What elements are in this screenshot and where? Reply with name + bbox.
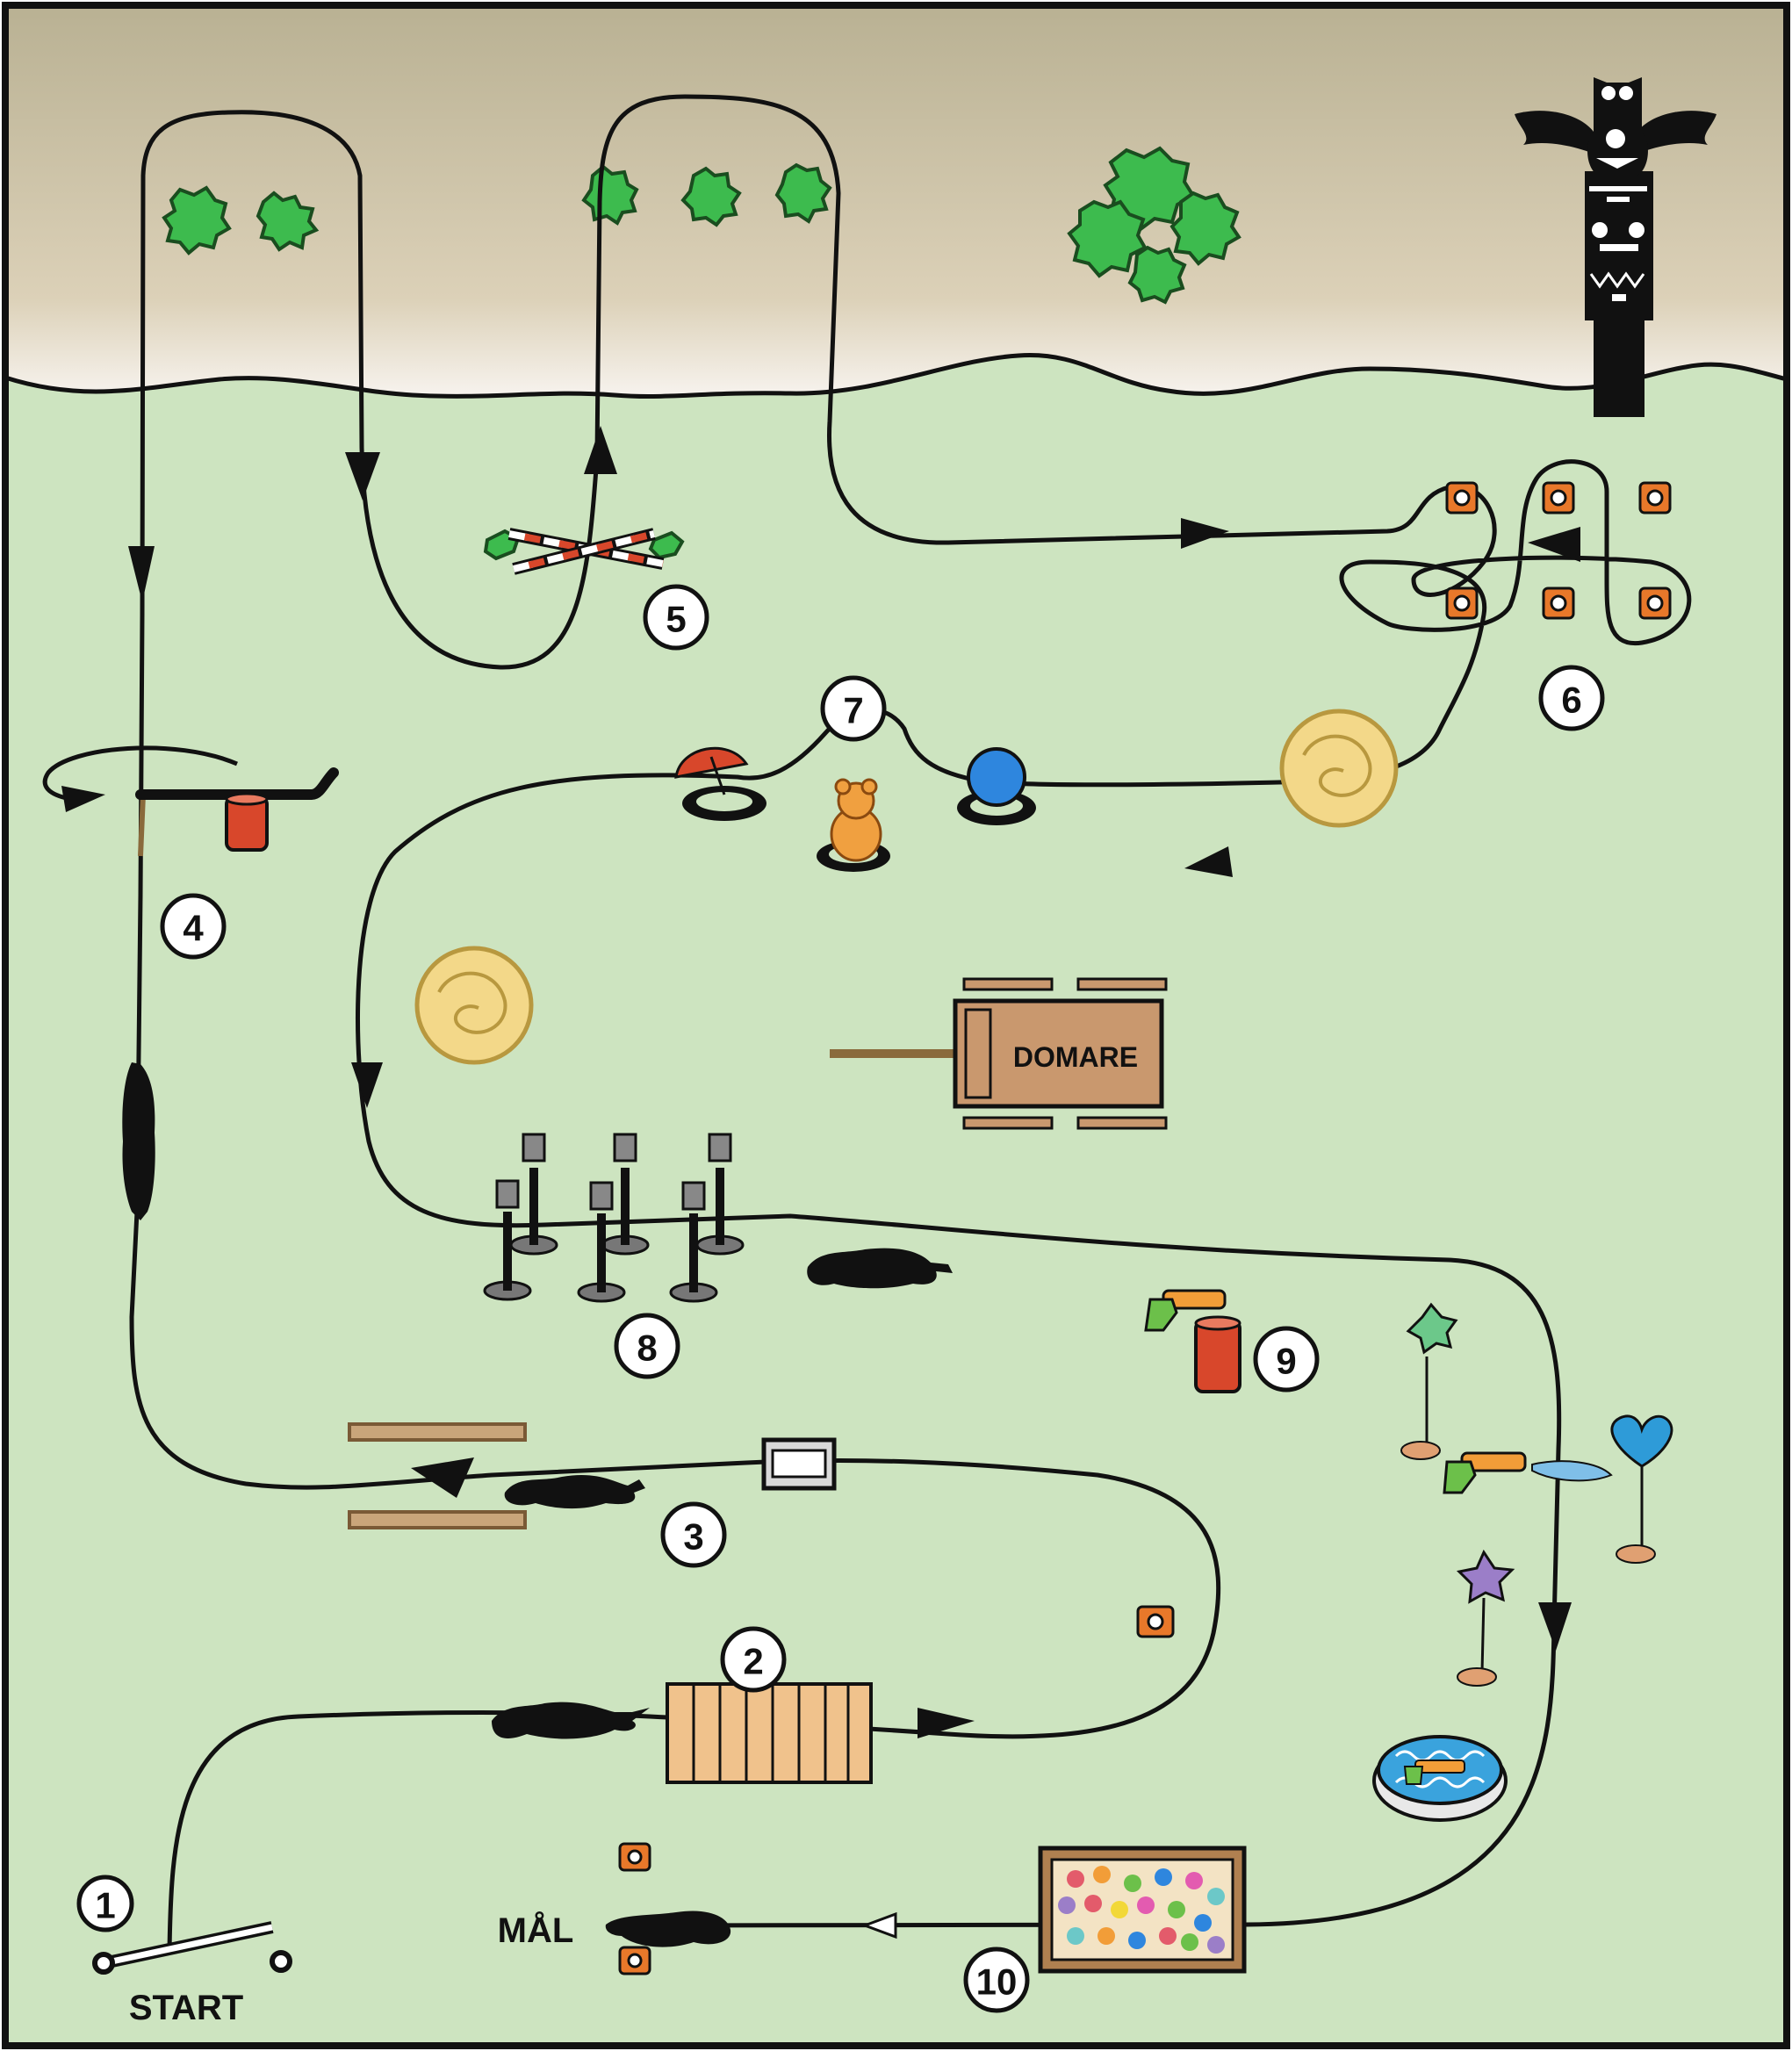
cooler-box-icon xyxy=(761,1437,837,1491)
tire-icon xyxy=(682,786,766,821)
horizon-line xyxy=(3,353,1789,399)
tree-icon xyxy=(255,191,320,252)
cone-icon xyxy=(1638,587,1672,620)
horse-icon xyxy=(492,1702,650,1739)
tree-icon xyxy=(1169,191,1241,266)
flag-pole-icon xyxy=(42,745,339,857)
svg-text:9: 9 xyxy=(1276,1341,1296,1382)
svg-text:7: 7 xyxy=(843,690,863,731)
wagon-icon xyxy=(830,977,1168,1130)
svg-text:5: 5 xyxy=(666,599,686,640)
station-badge-2: 2 xyxy=(720,1626,787,1693)
cone-icon xyxy=(1638,481,1672,515)
water-gun-icon xyxy=(1443,1451,1613,1494)
horse-icon xyxy=(605,1911,731,1947)
hay-bale-icon xyxy=(414,946,534,1065)
barrel-icon xyxy=(225,792,269,852)
tree-icon xyxy=(680,166,742,227)
station-badge-1: 1 xyxy=(76,1875,134,1932)
horse-icon xyxy=(807,1248,953,1289)
balloon-icon xyxy=(1610,1414,1673,1564)
cone-icon xyxy=(1542,587,1575,620)
tree-icon xyxy=(581,164,639,226)
balloon-icon xyxy=(1400,1302,1458,1460)
svg-text:6: 6 xyxy=(1561,680,1581,721)
station-badge-6: 6 xyxy=(1538,665,1605,731)
course-path xyxy=(129,94,1692,1954)
ball-pit-icon xyxy=(1038,1846,1247,1974)
tree-icon xyxy=(1127,245,1187,305)
svg-text:10: 10 xyxy=(976,1961,1018,2003)
svg-text:2: 2 xyxy=(743,1641,763,1682)
station-badge-3: 3 xyxy=(660,1501,727,1568)
arrow-icon xyxy=(128,426,1580,1939)
station-badge-7: 7 xyxy=(820,675,887,742)
hay-bale-icon xyxy=(1279,709,1399,828)
cone-icon xyxy=(1136,1605,1175,1638)
pole-icon xyxy=(509,1133,558,1256)
tree-icon xyxy=(774,162,832,224)
judge-label: DOMARE xyxy=(1013,1041,1138,1073)
start-gate xyxy=(92,1921,292,1975)
crossed-poles-icon xyxy=(483,528,685,575)
station-badge-10: 10 xyxy=(963,1947,1030,2013)
horse-icon xyxy=(504,1474,645,1509)
platform-icon xyxy=(666,1682,873,1784)
station-badge-9: 9 xyxy=(1253,1326,1320,1393)
station-badge-5: 5 xyxy=(643,584,709,651)
tree-icon xyxy=(1067,199,1148,278)
board-icon xyxy=(348,1510,527,1529)
umbrella-icon xyxy=(674,746,749,795)
teddy-bear-icon xyxy=(830,778,882,862)
horse-icon xyxy=(122,1062,155,1220)
cone-icon xyxy=(1445,481,1479,515)
pool-icon xyxy=(1372,1735,1508,1822)
pole-icon xyxy=(669,1181,718,1303)
finish-label: MÅL xyxy=(498,1911,574,1950)
station-badge-4: 4 xyxy=(160,893,227,960)
start-label: START xyxy=(129,1989,243,2027)
board-icon xyxy=(348,1422,527,1442)
tree-icon xyxy=(162,185,232,255)
balloon-icon xyxy=(1456,1549,1515,1687)
ball-icon xyxy=(967,747,1026,807)
sky-area xyxy=(5,5,1787,397)
station-badge-8: 8 xyxy=(614,1313,680,1379)
cone-icon xyxy=(618,1842,651,1872)
svg-text:3: 3 xyxy=(683,1516,703,1558)
water-gun-icon xyxy=(1144,1289,1227,1332)
svg-text:4: 4 xyxy=(183,908,204,949)
svg-text:1: 1 xyxy=(95,1885,115,1926)
pole-icon xyxy=(695,1133,745,1256)
barrel-icon xyxy=(1194,1315,1241,1393)
pole-icon xyxy=(483,1179,532,1301)
cone-icon xyxy=(1542,481,1575,515)
totem-pole-icon xyxy=(1515,77,1716,417)
pole-icon xyxy=(577,1181,626,1303)
cone-icon xyxy=(618,1946,651,1975)
cone-icon xyxy=(1445,587,1479,620)
svg-text:8: 8 xyxy=(637,1328,657,1369)
